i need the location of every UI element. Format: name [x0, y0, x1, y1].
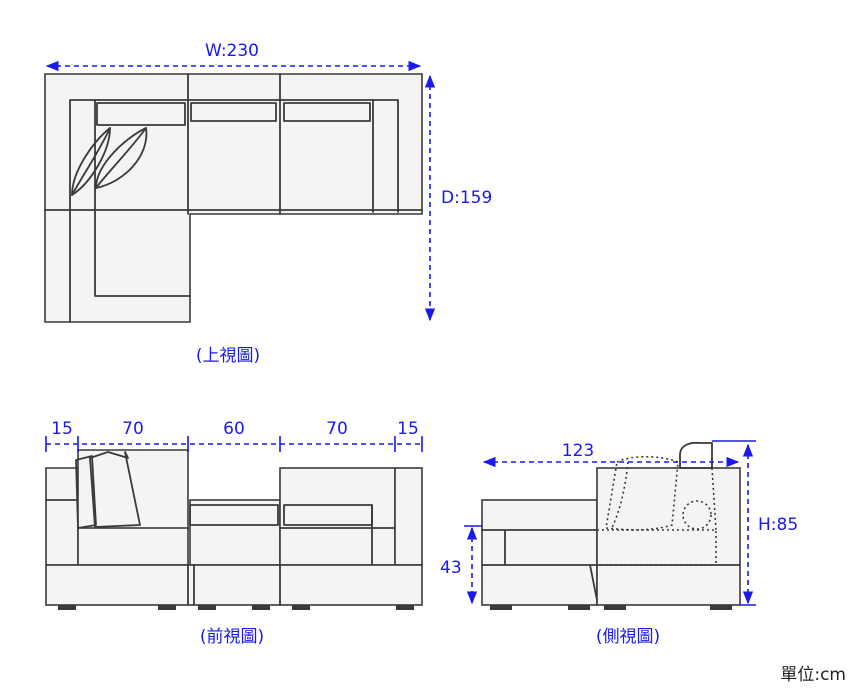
- side-seat-label: 43: [440, 558, 462, 578]
- unit-label: 單位:cm: [780, 665, 846, 685]
- side-depth-label: 123: [562, 441, 594, 461]
- top-view-outline: [44, 73, 423, 323]
- front-cushion-mid: [189, 504, 279, 526]
- front-seg-5-label: 15: [397, 419, 419, 439]
- side-headrest: [679, 441, 713, 469]
- top-view: W:230 D:159 (上視圖): [44, 41, 492, 366]
- front-pillow-2: [89, 451, 141, 528]
- front-seg-4-label: 70: [326, 419, 348, 439]
- top-depth-label: D:159: [441, 188, 492, 208]
- top-view-caption: (上視圖): [196, 346, 260, 366]
- front-view-caption: (前視圖): [200, 627, 264, 647]
- top-back-cushion-1: [96, 102, 186, 126]
- top-view-backrest: [69, 99, 399, 323]
- front-base: [45, 564, 423, 606]
- front-seg-3-label: 60: [223, 419, 245, 439]
- front-seg-1-label: 15: [51, 419, 73, 439]
- top-back-cushion-2: [190, 102, 277, 122]
- top-width-label: W:230: [205, 41, 259, 61]
- front-pillow-1: [75, 455, 97, 529]
- front-view: 15 70 60 70 15 (前視圖): [45, 419, 423, 647]
- side-back-block: [596, 467, 741, 606]
- top-back-cushion-3: [283, 102, 371, 122]
- side-pillow-outline: [605, 456, 679, 531]
- side-view-caption: (側視圖): [596, 627, 660, 647]
- front-seg-2-label: 70: [122, 419, 144, 439]
- side-height-label: H:85: [758, 515, 798, 535]
- side-view: 123 H:85 43 (側視圖): [440, 440, 798, 647]
